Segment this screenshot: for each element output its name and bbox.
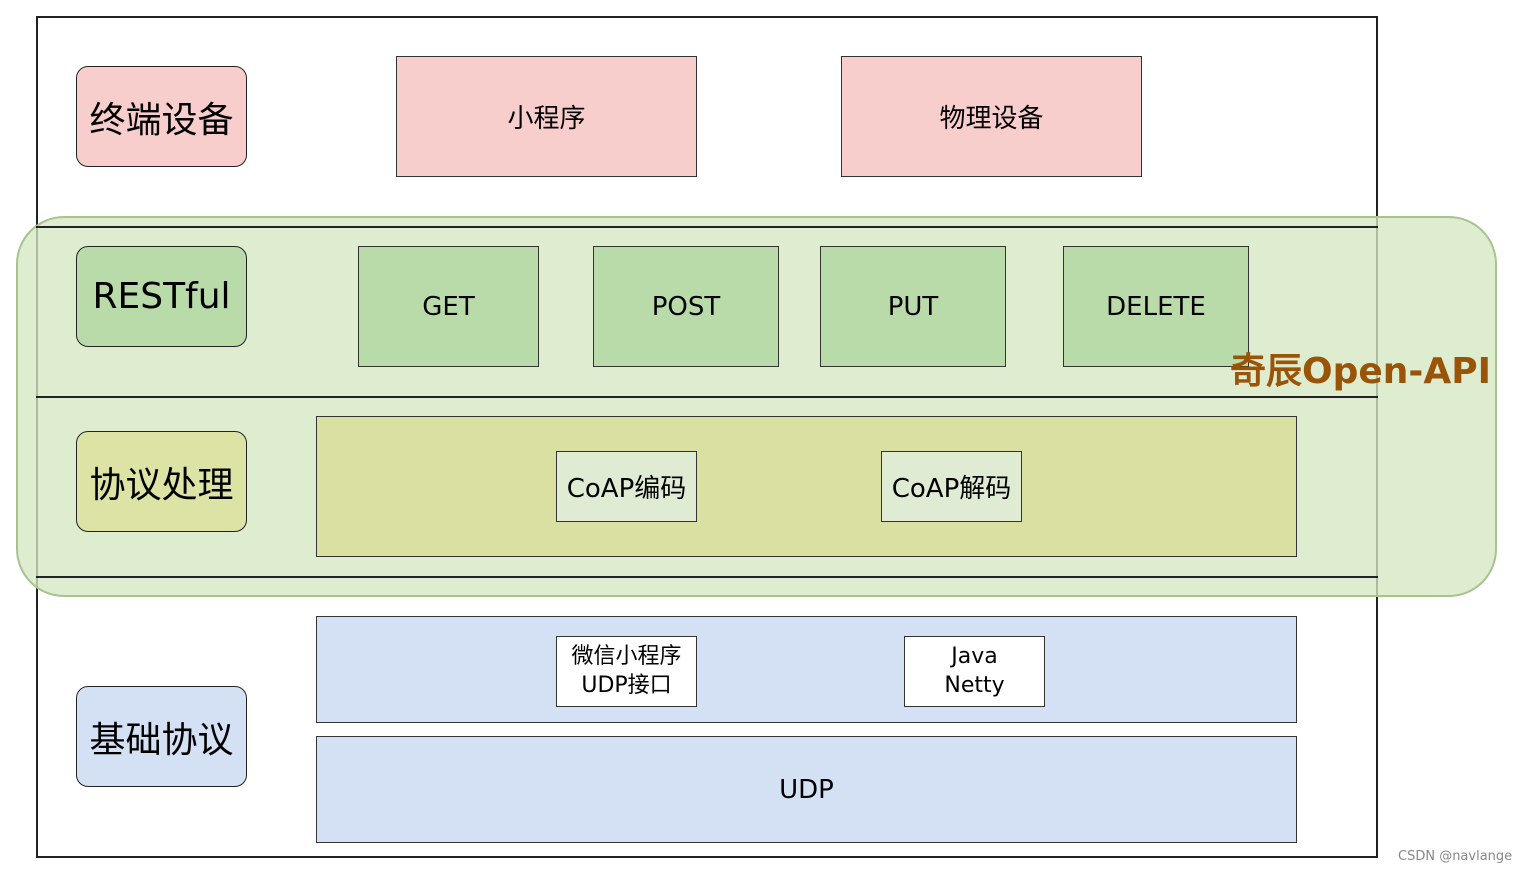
- watermark: CSDN @navlange: [1398, 849, 1513, 864]
- wechat-interface-line1: 微信小程序: [571, 643, 682, 669]
- open-api-label: 奇辰Open-API: [1230, 351, 1492, 392]
- mini-program-box: 小程序: [396, 56, 697, 177]
- java-netty-line2: Netty: [944, 672, 1005, 698]
- coap-encode-box: CoAP编码: [556, 451, 697, 522]
- physical-device-box: 物理设备: [841, 56, 1142, 177]
- terminal-layer-label: 终端设备: [76, 66, 247, 167]
- post-method-box: POST: [593, 246, 779, 367]
- put-method-box: PUT: [820, 246, 1006, 367]
- protocol-layer-label: 协议处理: [76, 431, 247, 532]
- divider-protocol-bottom: [36, 576, 1378, 578]
- java-netty-box: Java Netty: [904, 636, 1045, 707]
- wechat-udp-interface-box: 微信小程序 UDP接口: [556, 636, 697, 707]
- protocol-panel: [316, 416, 1297, 557]
- base-layer-label: 基础协议: [76, 686, 247, 787]
- divider-protocol-top: [36, 396, 1378, 398]
- get-method-box: GET: [358, 246, 539, 367]
- coap-decode-box: CoAP解码: [881, 451, 1022, 522]
- divider-restful-top: [36, 226, 1378, 228]
- udp-transport-box: UDP: [316, 736, 1297, 843]
- wechat-interface-line2: UDP接口: [581, 672, 672, 698]
- interface-panel: [316, 616, 1297, 723]
- delete-method-box: DELETE: [1063, 246, 1249, 367]
- restful-layer-label: RESTful: [76, 246, 247, 347]
- java-netty-line1: Java: [951, 643, 998, 669]
